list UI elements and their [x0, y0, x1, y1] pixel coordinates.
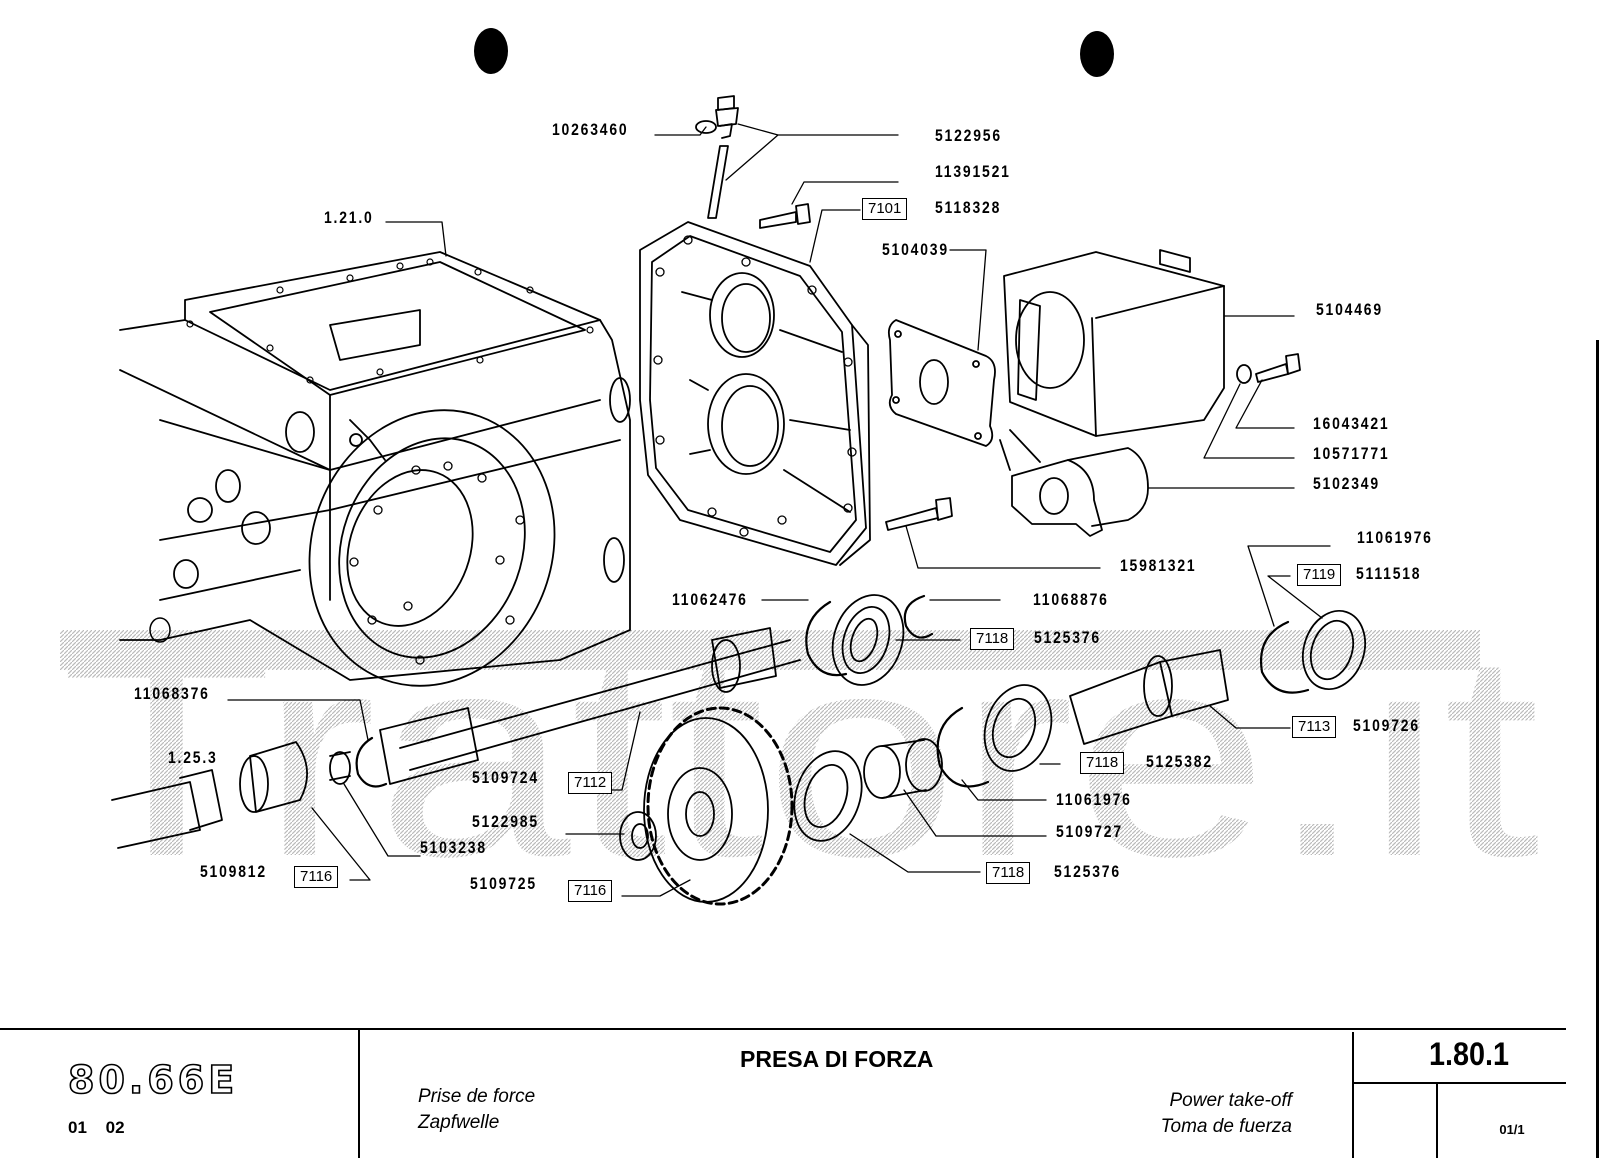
part-label: 11068876 — [1033, 590, 1109, 609]
model-variant: 01 02 — [68, 1118, 125, 1137]
part-label: 11391521 — [935, 162, 1011, 181]
ref-box: 7118 — [970, 628, 1015, 650]
part-label: 5109727 — [1056, 822, 1123, 841]
part-label: 5104469 — [1316, 300, 1383, 319]
part-label: 16043421 — [1313, 414, 1390, 433]
leader-lines — [227, 123, 1331, 897]
part-label: 5125376 — [1054, 862, 1121, 881]
circlip-11062476 — [805, 600, 848, 677]
ref-box: 7112 — [568, 772, 613, 794]
gear-5109725 — [643, 706, 794, 906]
ref-box: 7119 — [1297, 564, 1342, 586]
rear-cover — [639, 221, 871, 566]
page-title: PRESA DI FORZA — [740, 1046, 934, 1072]
part-label: 11061976 — [1056, 790, 1132, 809]
title-french: Prise de force — [418, 1086, 536, 1107]
ref-box: 7101 — [862, 198, 908, 220]
gasket-plate — [887, 319, 996, 447]
long-bolt — [885, 497, 953, 531]
title-block-code-rule — [1352, 1082, 1566, 1084]
part-label: 10263460 — [552, 120, 629, 139]
part-label: 5111518 — [1356, 564, 1422, 583]
circlip-11068376 — [355, 736, 388, 788]
title-english: Power take-off — [1169, 1090, 1293, 1111]
part-label: 15981321 — [1120, 556, 1197, 575]
sheet-number: 01/1 — [1499, 1122, 1525, 1137]
pto-guard — [1003, 249, 1225, 437]
splined-bushing-5103238 — [329, 751, 351, 785]
circlip-11061976-bottom — [936, 706, 990, 788]
title-german: Zapfwelle — [418, 1112, 500, 1133]
part-label: 5109725 — [470, 874, 537, 893]
spacer-5109727 — [863, 738, 943, 799]
part-label: 1.21.0 — [324, 208, 374, 227]
cover-bolt — [759, 203, 811, 229]
page-edge — [1596, 340, 1599, 1158]
part-label: 5102349 — [1313, 474, 1380, 493]
model-name: 80.66E — [67, 1057, 239, 1103]
circlip-11061976-top — [1260, 620, 1310, 694]
shield-bracket — [999, 429, 1149, 537]
part-label: 5118328 — [935, 198, 1002, 217]
main-shaft — [379, 627, 801, 785]
punch-hole-right — [1080, 31, 1114, 77]
circlip-11068876 — [903, 594, 934, 639]
ref-box: 7118 — [1080, 752, 1125, 774]
title-block-divider — [1436, 1083, 1438, 1158]
part-label: 5103238 — [420, 838, 487, 857]
ref-box: 7118 — [986, 862, 1031, 884]
exploded-view-drawing — [111, 95, 1366, 906]
part-label: 5125376 — [1034, 628, 1101, 647]
coupling-5109812 — [239, 741, 309, 813]
transmission-housing — [119, 251, 631, 687]
title-spanish: Toma de fuerza — [1160, 1116, 1292, 1137]
part-label: 5122956 — [935, 126, 1002, 145]
part-label: 5104039 — [882, 240, 949, 259]
title-block-divider — [1352, 1032, 1354, 1158]
input-shaft-1253 — [111, 769, 223, 849]
section-code: 1.80.1 — [1428, 1036, 1510, 1072]
part-label: 11061976 — [1357, 528, 1433, 547]
bearing-5125382 — [983, 684, 1053, 772]
part-label: 5109724 — [472, 768, 539, 787]
part-label: 10571771 — [1313, 444, 1390, 463]
title-block-divider — [358, 1030, 360, 1158]
bearing-5125376-bottom — [793, 750, 863, 842]
part-label: 11062476 — [672, 590, 748, 609]
nut-5122985 — [619, 811, 657, 861]
part-label: 5109726 — [1353, 716, 1420, 735]
ref-box: 7113 — [1292, 716, 1337, 738]
seal-5111518 — [1302, 609, 1366, 691]
part-label: 5109812 — [200, 862, 267, 881]
part-label: 1.25.3 — [168, 748, 218, 767]
bearing-upper — [831, 594, 905, 686]
guard-bolt — [1236, 353, 1301, 384]
part-label: 11068376 — [134, 684, 210, 703]
ref-box: 7116 — [568, 880, 613, 902]
ref-box: 7116 — [294, 866, 339, 888]
punch-hole-left — [474, 28, 508, 74]
dipstick-plug — [695, 95, 739, 219]
output-shaft — [1069, 649, 1229, 745]
part-label: 5122985 — [472, 812, 539, 831]
title-block-top-rule — [0, 1028, 1566, 1030]
part-label: 5125382 — [1146, 752, 1213, 771]
